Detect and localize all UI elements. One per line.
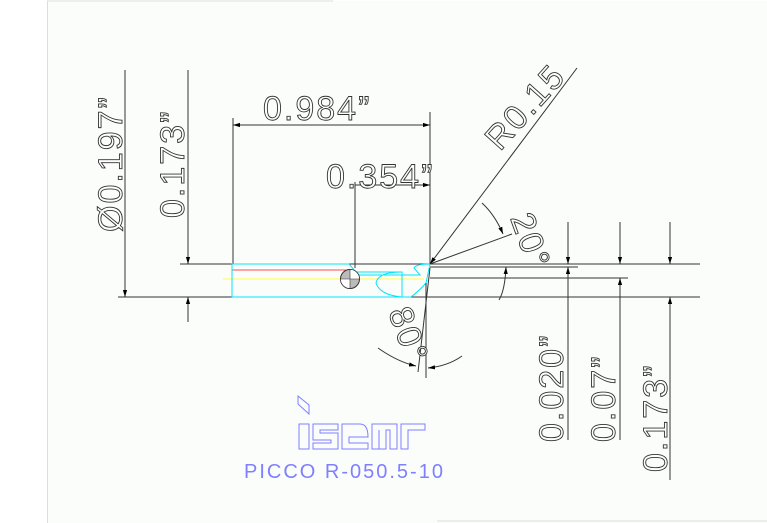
dim-diameter: Ø0.197” — [92, 95, 130, 232]
dimension-lines — [122, 67, 673, 480]
tool-body — [223, 263, 431, 298]
dim-height-right: 0.173” — [637, 364, 675, 472]
part-number: PICCO R-050.5-10 — [244, 461, 445, 483]
dim-length: 0.984” — [263, 90, 371, 128]
dim-height-left: 0.173” — [154, 110, 192, 218]
tool-tip — [356, 263, 431, 298]
dim-offset-small: 0.020” — [533, 334, 571, 442]
sheet — [47, 1, 767, 523]
dim-min-bore: 0.354” — [326, 158, 434, 196]
dim-offset-mid: 0.07” — [585, 355, 623, 443]
iscar-logo — [297, 394, 426, 450]
